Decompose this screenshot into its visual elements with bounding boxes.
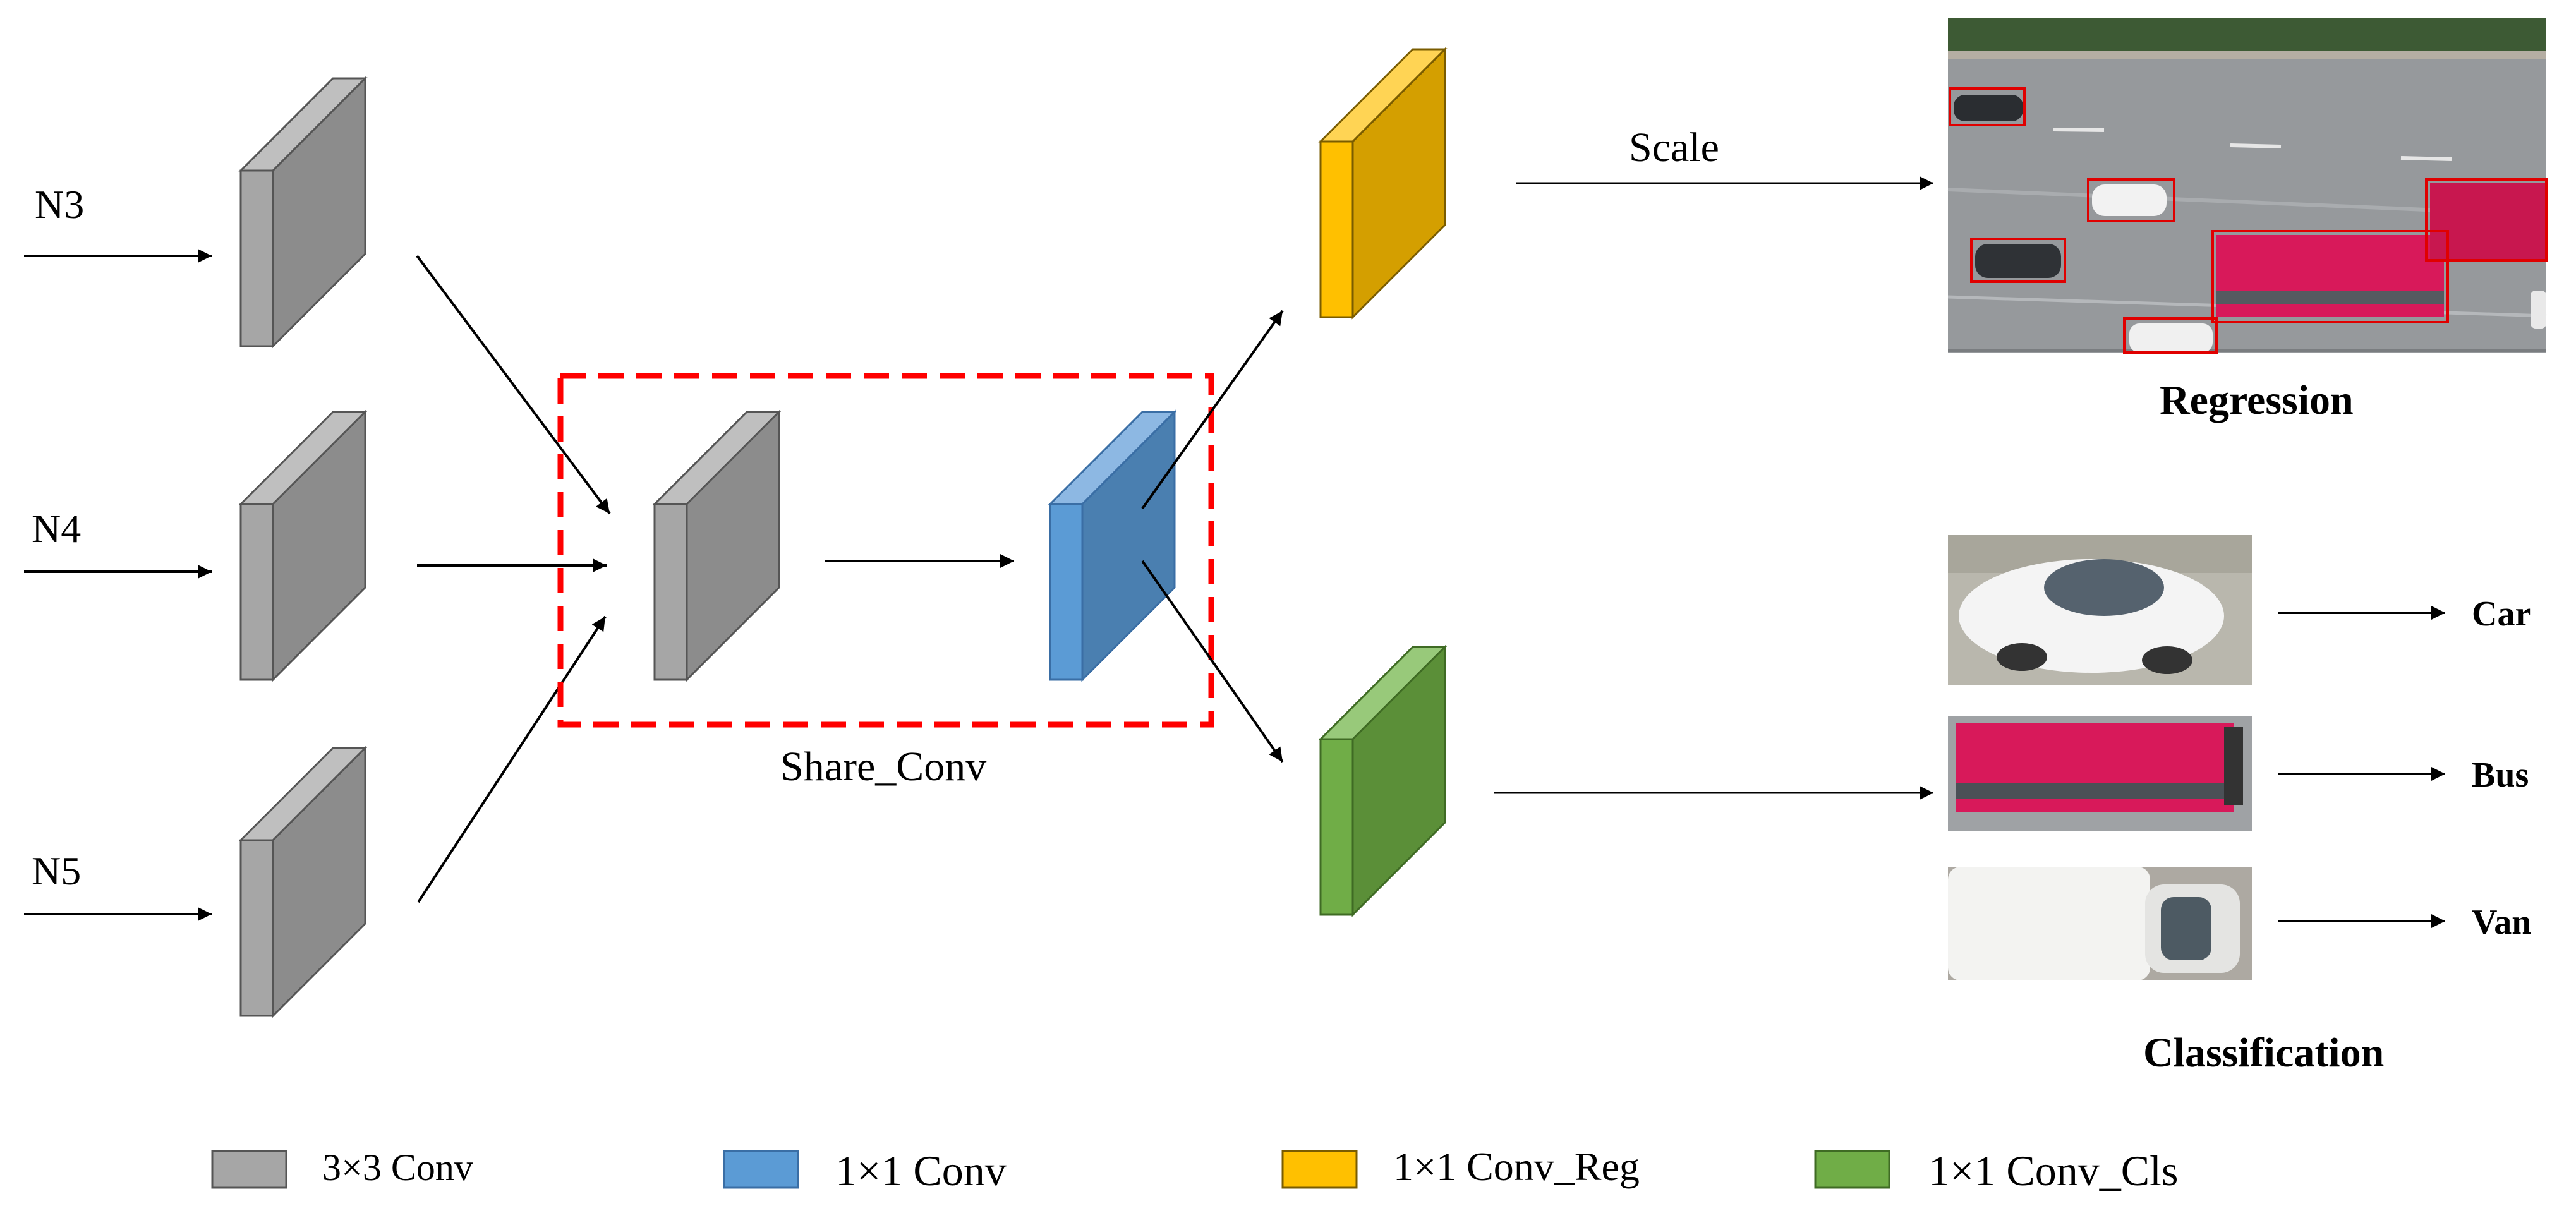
legend: 3×3 Conv 1×1 Conv 1×1 Conv_Reg 1×1 Conv_… <box>211 1144 2178 1195</box>
class-label-car: Car <box>2472 594 2531 634</box>
legend-swatch-conv-cls <box>1814 1150 1890 1189</box>
classification-title: Classification <box>2143 1030 2384 1076</box>
conv3x3-block-n5 <box>238 745 368 1018</box>
van-crop-image <box>1948 867 2252 980</box>
input-label-n3: N3 <box>35 182 84 227</box>
legend-swatch-3x3-conv <box>211 1150 287 1189</box>
car-crop-image <box>1948 535 2252 685</box>
legend-swatch-1x1-conv <box>723 1150 799 1189</box>
legend-label-1x1-conv: 1×1 Conv <box>835 1147 1007 1195</box>
share-conv-label: Share_Conv <box>780 744 986 790</box>
bus-crop-image <box>1948 716 2252 831</box>
scale-label: Scale <box>1629 124 1719 171</box>
arrow-n5-to-share <box>417 615 607 903</box>
share-conv-dashed-box <box>557 373 1214 728</box>
share-conv3x3-block <box>652 409 782 682</box>
legend-label-conv-cls: 1×1 Conv_Cls <box>1928 1147 2178 1195</box>
arrow-to-cls-head <box>1141 560 1284 763</box>
legend-swatch-conv-reg <box>1281 1150 1358 1189</box>
regression-aerial-image <box>1947 18 2548 354</box>
legend-label-conv-reg: 1×1 Conv_Reg <box>1393 1144 1640 1189</box>
arrow-n3-to-share <box>416 255 611 515</box>
class-label-bus: Bus <box>2472 756 2529 795</box>
conv3x3-block-n3 <box>238 76 368 349</box>
class-label-van: Van <box>2472 903 2531 942</box>
legend-label-3x3-conv: 3×3 Conv <box>322 1147 473 1188</box>
arrow-to-reg-head <box>1141 310 1284 510</box>
conv-reg-head-block <box>1318 47 1448 320</box>
input-label-n5: N5 <box>32 848 81 893</box>
regression-title: Regression <box>2160 377 2354 423</box>
conv-cls-head-block <box>1318 644 1448 917</box>
input-label-n4: N4 <box>32 506 81 551</box>
conv3x3-block-n4 <box>238 409 368 682</box>
share-conv1x1-block <box>1048 409 1177 682</box>
